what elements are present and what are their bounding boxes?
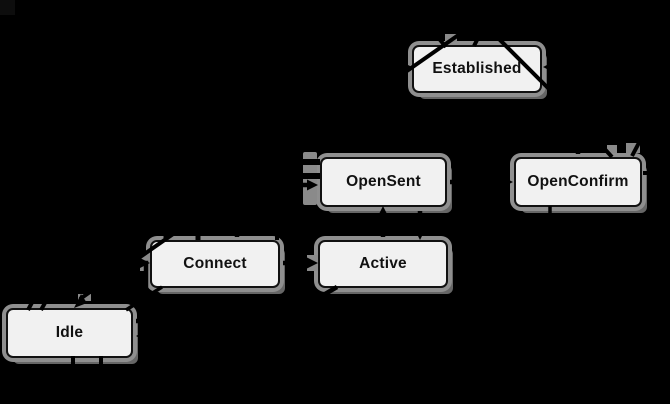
transition-openconfirm-established — [554, 64, 581, 154]
state-label-idle: Idle — [55, 324, 84, 341]
arrowhead-into-connect — [139, 257, 150, 269]
transition-opensent-idle — [39, 161, 112, 311]
arrow-shadow-fuzz — [303, 152, 317, 205]
state-node-established: Established — [412, 45, 542, 93]
arrow-shadow-fuzz — [445, 34, 457, 42]
state-label-openconfirm: OpenConfirm — [527, 173, 629, 190]
arrowhead-into-idle-right — [136, 330, 147, 342]
state-label-connect: Connect — [183, 255, 247, 272]
state-node-openconfirm: OpenConfirm — [514, 157, 642, 207]
arrowhead-into-established-left — [401, 61, 412, 73]
arrowhead-into-openconfirm — [502, 176, 513, 188]
transition-connect-opensent — [234, 182, 307, 237]
arrowhead-into-active-top — [414, 229, 426, 240]
arrow-shadow-fuzz — [626, 143, 640, 153]
transition-active-idle — [148, 285, 339, 339]
established-top-line — [472, 15, 491, 47]
state-label-active: Active — [359, 255, 407, 272]
arrowhead-into-established-right — [543, 61, 554, 73]
arrowhead-into-active — [307, 257, 318, 269]
corner-artifact — [0, 0, 15, 15]
state-node-opensent: OpenSent — [320, 157, 447, 207]
transition-connect-idle — [125, 285, 163, 312]
state-label-opensent: OpenSent — [346, 173, 421, 190]
arrowhead-into-opensent-bottom — [377, 206, 389, 217]
openconfirm-top-line — [630, 121, 652, 157]
arrow-shadow-fuzz — [78, 294, 91, 301]
transition-idle-connect — [136, 260, 149, 324]
state-node-idle: Idle — [6, 308, 133, 358]
state-label-established: Established — [432, 60, 522, 77]
state-node-active: Active — [318, 240, 448, 288]
state-node-connect: Connect — [150, 240, 280, 288]
arrow-shadow-fuzz — [307, 255, 318, 271]
arrow-shadow-fuzz — [607, 145, 617, 153]
arrowhead-into-opensent-left — [307, 179, 318, 191]
arrowhead-into-idle-top — [74, 294, 87, 308]
arrow-shadow-fuzz — [140, 255, 150, 271]
